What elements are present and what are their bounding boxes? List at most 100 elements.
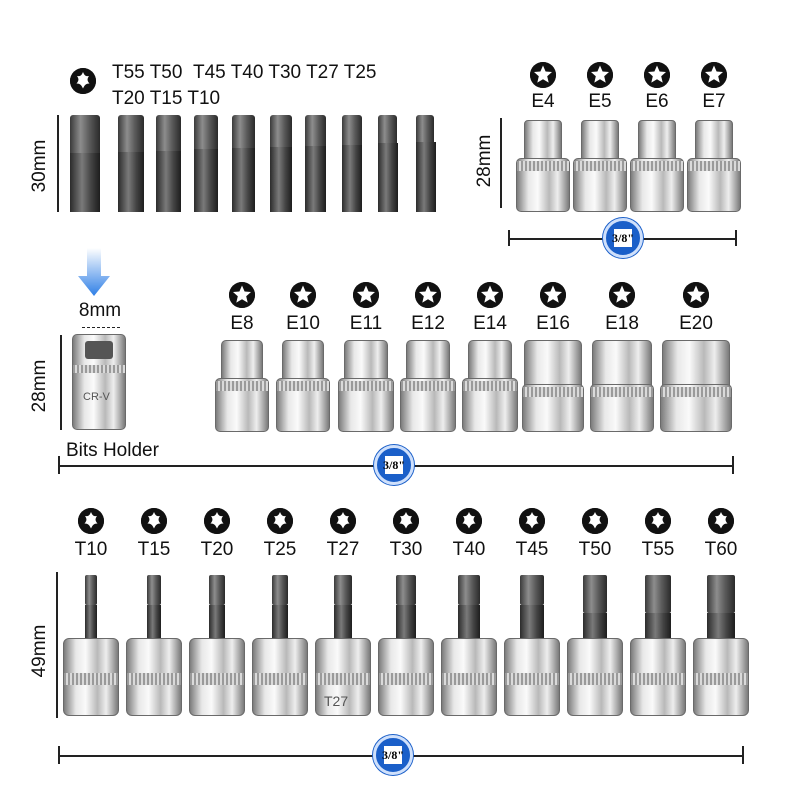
socket-head	[662, 340, 730, 386]
socket-body	[567, 638, 623, 716]
torx-star-icon	[519, 508, 545, 534]
e-star-icon	[530, 62, 556, 88]
socket-knurl	[631, 161, 683, 171]
torx-bit-shank	[270, 147, 292, 212]
bit-size-label: T55	[112, 62, 145, 83]
socket-head	[406, 340, 450, 380]
e-star-icon	[587, 62, 613, 88]
bit-size-label: T15	[149, 88, 183, 109]
e-star-icon	[415, 282, 441, 308]
torx-bit-shank	[271, 605, 289, 640]
torx-bit-tip	[270, 115, 292, 147]
socket-head	[592, 340, 652, 386]
socket-size-label: E4	[531, 91, 555, 112]
socket-body	[400, 378, 456, 432]
socket-size-label: T10	[74, 539, 108, 560]
e-star-icon	[540, 282, 566, 308]
socket-size-label: E16	[536, 313, 570, 334]
socket-body	[660, 384, 732, 432]
socket-knurl	[517, 161, 569, 171]
torx-bit-tip	[118, 115, 144, 152]
socket-size-label: T20	[200, 539, 234, 560]
socket-size-label: T60	[704, 539, 738, 560]
socket-knurl	[339, 381, 393, 391]
holder-width-label: 8mm	[78, 300, 122, 321]
torx-bit-shank	[147, 605, 161, 640]
socket-body	[590, 384, 654, 432]
torx-bit-shank	[333, 605, 353, 640]
socket-body	[573, 158, 627, 212]
e-star-icon	[683, 282, 709, 308]
socket-knurl	[127, 673, 181, 685]
socket-body	[126, 638, 182, 716]
torx-star-icon	[78, 508, 104, 534]
socket-size-label: E12	[411, 313, 445, 334]
socket-knurl	[190, 673, 244, 685]
socket-knurl	[379, 673, 433, 685]
socket-knurl	[505, 673, 559, 685]
socket-size-label: E20	[679, 313, 713, 334]
socket-head	[524, 120, 562, 160]
socket-body: T27	[315, 638, 371, 716]
e-star-icon	[644, 62, 670, 88]
torx-bit-sizes-line1: T55 T50 T45 T40 T30 T27 T25	[112, 62, 377, 84]
torx-bit-shank	[520, 605, 544, 640]
socket-stamp: T27	[324, 693, 349, 709]
dimension-tick	[58, 456, 60, 474]
socket-knurl	[316, 673, 370, 685]
holder-stamp: CR-V	[83, 391, 110, 403]
socket-head	[581, 120, 619, 160]
socket-body	[276, 378, 330, 432]
socket-size-label: E14	[473, 313, 507, 334]
torx-bit-shank	[194, 149, 218, 212]
socket-body	[63, 638, 119, 716]
socket-size-label: E5	[588, 91, 612, 112]
socket-head	[282, 340, 324, 380]
socket-knurl	[64, 673, 118, 685]
torx-bit-tip	[85, 575, 97, 605]
socket-size-label: E10	[286, 313, 320, 334]
holder-length-label: 28mm	[29, 359, 50, 413]
socket-size-label: E18	[605, 313, 639, 334]
dimension-tick	[732, 456, 734, 474]
drive-size-text: 3/8"	[612, 229, 634, 247]
torx-bit-shank	[396, 605, 416, 640]
e-star-icon	[229, 282, 255, 308]
socket-knurl	[277, 381, 329, 391]
socket-knurl	[568, 673, 622, 685]
torx-bit-tip	[707, 575, 735, 613]
dimension-tick	[742, 746, 744, 764]
torx-bit-tip	[70, 115, 100, 153]
bits-holder-label: Bits Holder	[66, 440, 159, 461]
torx-star-icon	[582, 508, 608, 534]
socket-head	[695, 120, 733, 160]
socket-body	[252, 638, 308, 716]
torx-star-icon	[456, 508, 482, 534]
socket-body	[441, 638, 497, 716]
socket-size-label: T25	[263, 539, 297, 560]
socket-size-label: T50	[578, 539, 612, 560]
socket-body	[630, 638, 686, 716]
torx-star-icon	[708, 508, 734, 534]
socket-knurl	[591, 387, 653, 397]
torx-bit-tip	[305, 115, 326, 146]
dimension-tick	[735, 230, 737, 246]
torx-bit-shank	[156, 150, 181, 212]
torx-bit-tip	[416, 115, 434, 143]
torx-bit-sizes-line2: T20 T15 T10	[112, 88, 220, 110]
bit-size-label: T10	[187, 88, 221, 109]
socket-knurl	[631, 673, 685, 685]
socket-size-label: T45	[515, 539, 549, 560]
torx-star-icon	[204, 508, 230, 534]
torx-bit-shank	[458, 605, 480, 640]
socket-knurl	[442, 673, 496, 685]
torx-bit-tip	[271, 575, 289, 605]
torx-bit-tip	[582, 575, 608, 613]
socket-size-label: T30	[389, 539, 423, 560]
e-star-icon	[609, 282, 635, 308]
torx-bit-tip	[333, 575, 353, 605]
socket-head	[468, 340, 512, 380]
torx-star-icon	[645, 508, 671, 534]
torx-bit-tip	[378, 115, 397, 144]
torx-star-icon	[393, 508, 419, 534]
